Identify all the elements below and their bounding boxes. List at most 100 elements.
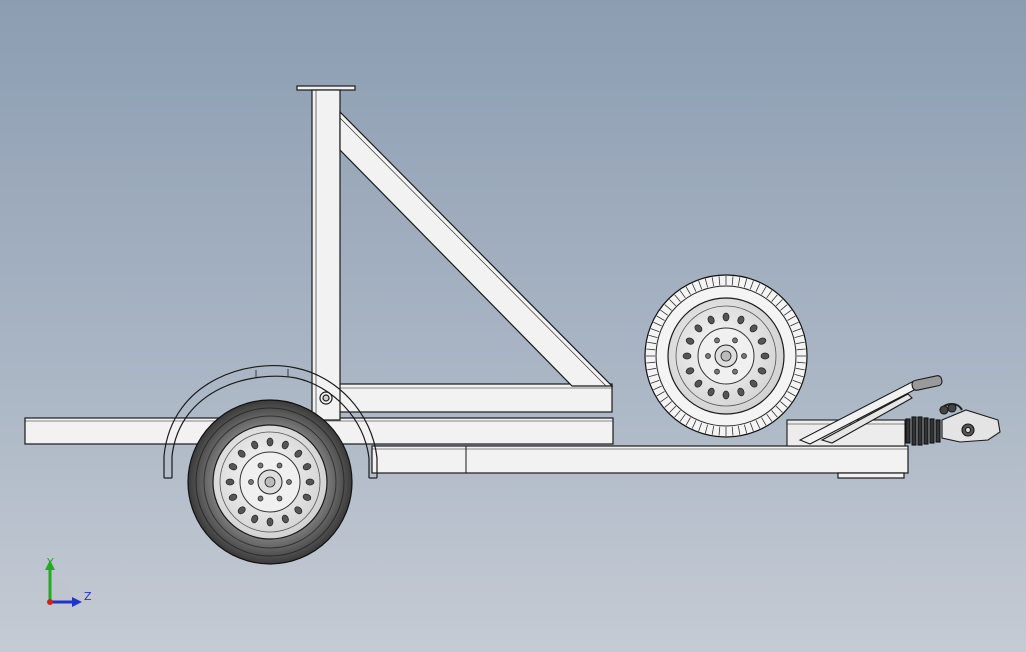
spare-wheel-tread-mark	[660, 309, 669, 316]
road-wheel-stud	[257, 462, 264, 469]
spare-wheel-vent-hole	[737, 387, 745, 397]
spare-wheel-tread-mark	[749, 280, 754, 290]
spare-wheel-tread-mark	[664, 401, 672, 408]
spare-wheel-vent-hole	[694, 379, 703, 388]
spare-wheel-vent-hole	[722, 312, 730, 322]
spare-wheel-tread-mark	[718, 276, 721, 286]
z-axis-arrow	[72, 597, 82, 607]
spare-wheel-tread-mark	[787, 315, 796, 321]
road-wheel-stud	[276, 495, 283, 502]
spare-wheel-tread-mark	[795, 367, 805, 371]
spare-wheel-vent-holes	[682, 312, 770, 400]
spare-wheel-tread-mark	[650, 328, 660, 333]
spare-wheel-vent-hole	[737, 315, 745, 325]
spare-wheel-tread-mark	[749, 422, 754, 432]
y-axis-arrow	[45, 560, 55, 570]
road-wheel-vent-hole	[251, 514, 259, 524]
handbrake-grip	[911, 375, 943, 391]
road-wheel-vent-hole	[294, 506, 303, 515]
spare-wheel-tread-mark	[796, 361, 806, 364]
spare-wheel-tread-mark	[691, 420, 697, 429]
drawbar-end-plate	[837, 472, 905, 479]
spare-wheel-tread-mark	[664, 304, 672, 311]
road-wheel-vent-hole	[228, 493, 238, 501]
spare-wheel-tread-mark	[646, 348, 656, 351]
spare-wheel-tread-mark	[771, 410, 778, 418]
road-wheel-vent-hole	[266, 437, 274, 447]
bellows	[905, 416, 941, 446]
upper-horizontal-beam	[337, 383, 613, 413]
spare-wheel-tread-mark	[653, 321, 662, 327]
spare-wheel-vent-hole	[757, 337, 767, 345]
spare-wheel-tread-mark	[775, 299, 783, 307]
road-wheel-vent-holes	[225, 437, 315, 527]
spare-wheel-vent-hole	[682, 352, 692, 360]
road-wheel-stud	[248, 479, 254, 485]
road-wheel-vent-hole	[228, 463, 238, 471]
spare-wheel-vent-hole	[757, 367, 767, 375]
spare-wheel-tread-mark	[766, 290, 773, 299]
mast-assembly	[296, 85, 614, 421]
spare-wheel-tread-mark	[656, 391, 665, 397]
spare-wheel-tread-mark	[647, 341, 657, 345]
spare-wheel-vent-hole	[685, 337, 695, 345]
spare-wheel-stud	[705, 353, 711, 359]
spare-wheel-tread-mark	[792, 379, 802, 384]
road-wheel-vent-hole	[302, 493, 312, 501]
spare-wheel-tread	[646, 276, 806, 436]
road-wheel-vent-hole	[281, 440, 289, 450]
road-wheel-vent-hole	[225, 478, 235, 486]
spare-wheel-tread-mark	[674, 410, 681, 418]
road-wheel-stud	[276, 462, 283, 469]
spare-wheel-tread-mark	[737, 277, 741, 287]
spare-wheel-stud	[714, 337, 720, 344]
spare-wheel-vent-hole	[722, 390, 730, 400]
spare-wheel-tread-mark	[679, 290, 686, 299]
spare-wheel-vent-hole	[760, 352, 770, 360]
spare-wheel-tread-mark	[761, 286, 767, 295]
spare-wheel-tread-mark	[783, 396, 792, 403]
vertical-mast	[311, 89, 341, 421]
spare-wheel-tread-mark	[761, 417, 767, 426]
z-axis-label: Z	[84, 590, 92, 603]
spare-wheel-tread-mark	[704, 278, 708, 288]
spare-wheel-tread-mark	[790, 321, 799, 327]
road-wheel-vent-hole	[237, 506, 246, 515]
spare-wheel-tread-mark	[794, 334, 804, 338]
spare-wheel-tread-mark	[744, 424, 748, 434]
spare-wheel	[644, 274, 808, 438]
spare-wheel-tread-mark	[669, 405, 677, 413]
road-wheel-stud	[257, 495, 264, 502]
coupling-assembly	[786, 375, 1001, 447]
spare-wheel-tread-mark	[646, 361, 656, 364]
axis-origin	[47, 599, 53, 605]
spare-wheel-tread-mark	[737, 425, 741, 435]
spare-wheel-tread-mark	[766, 413, 773, 422]
spare-wheel-tread-mark	[647, 367, 657, 371]
spare-wheel-tread-mark	[711, 277, 715, 287]
road-wheel-vent-hole	[281, 514, 289, 524]
spare-wheel-tread-mark	[780, 304, 788, 311]
spare-wheel-tread-mark	[790, 385, 799, 391]
road-wheel-vent-hole	[305, 478, 315, 486]
road-wheel-vent-hole	[237, 449, 246, 458]
spare-wheel-tread-mark	[653, 385, 662, 391]
spare-wheel-tread-mark	[794, 374, 804, 378]
spare-wheel-tread-mark	[669, 299, 677, 307]
diagonal-brace	[339, 110, 614, 387]
spare-wheel-stud	[732, 337, 738, 344]
road-wheel-studs	[248, 462, 292, 502]
spare-wheel-vent-hole	[694, 324, 703, 333]
spare-wheel-tread-mark	[780, 401, 788, 408]
spare-wheel-tread-mark	[691, 283, 697, 292]
spare-wheel-stud	[741, 353, 747, 359]
spare-wheel-tread-mark	[792, 328, 802, 333]
spare-wheel-tread-mark	[775, 405, 783, 413]
spare-wheel-tread-mark	[771, 294, 778, 302]
spare-wheel-vent-hole	[707, 387, 715, 397]
spare-wheel-tread-mark	[744, 278, 748, 288]
spare-wheel-tread-mark	[648, 374, 658, 378]
spare-wheel-tread-mark	[656, 315, 665, 321]
road-wheel-vent-hole	[294, 449, 303, 458]
